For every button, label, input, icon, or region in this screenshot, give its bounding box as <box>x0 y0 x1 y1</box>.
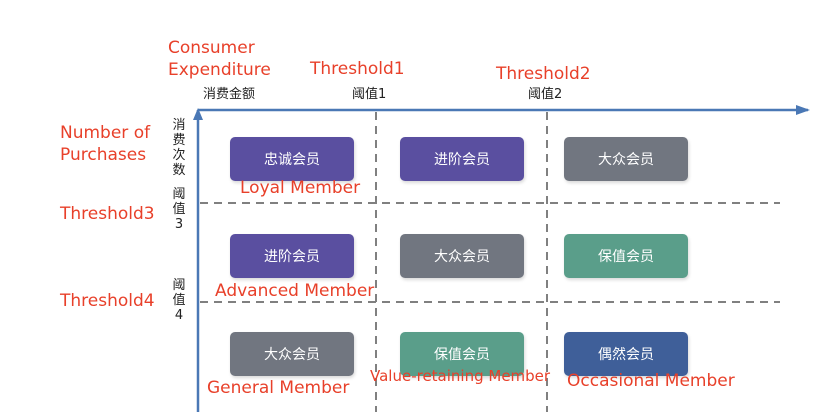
threshold1-label-cn: 阈值1 <box>352 87 387 102</box>
y-axis-arrow <box>193 108 203 120</box>
threshold1-label-en: Threshold1 <box>310 59 405 79</box>
threshold2-label-en: Threshold2 <box>496 64 591 84</box>
cell-value-member-2: 保值会员 <box>400 332 524 376</box>
x-axis-label-cn: 消费金额 <box>203 87 256 102</box>
y-axis-label-cn: 消费次数 <box>172 118 186 178</box>
threshold3-label-cn: 阈值3 <box>172 187 186 232</box>
x-axis-label-en: Consumer Expenditure <box>168 38 271 80</box>
y-axis-label-en: Number of Purchases <box>60 123 151 165</box>
annotation-advanced-member: Advanced Member <box>215 281 375 301</box>
annotation-general-member: General Member <box>207 378 350 398</box>
cell-advanced-member-1: 进阶会员 <box>400 137 524 181</box>
cell-general-member-3: 大众会员 <box>230 332 354 376</box>
annotation-occasional-member: Occasional Member <box>567 371 735 391</box>
x-axis-arrow <box>796 105 810 115</box>
cell-loyal-member: 忠诚会员 <box>230 137 354 181</box>
threshold3-label-en: Threshold3 <box>60 204 155 224</box>
annotation-value-retaining-member: Value-retaining Member <box>370 367 551 385</box>
cell-advanced-member-2: 进阶会员 <box>230 234 354 278</box>
annotation-loyal-member: Loyal Member <box>240 178 361 198</box>
cell-general-member-2: 大众会员 <box>400 234 524 278</box>
threshold2-label-cn: 阈值2 <box>528 87 563 102</box>
threshold4-label-en: Threshold4 <box>60 291 155 311</box>
threshold4-label-cn: 阈值4 <box>172 278 186 323</box>
cell-value-member-1: 保值会员 <box>564 234 688 278</box>
cell-occasional-member: 偶然会员 <box>564 332 688 376</box>
cell-general-member-1: 大众会员 <box>564 137 688 181</box>
